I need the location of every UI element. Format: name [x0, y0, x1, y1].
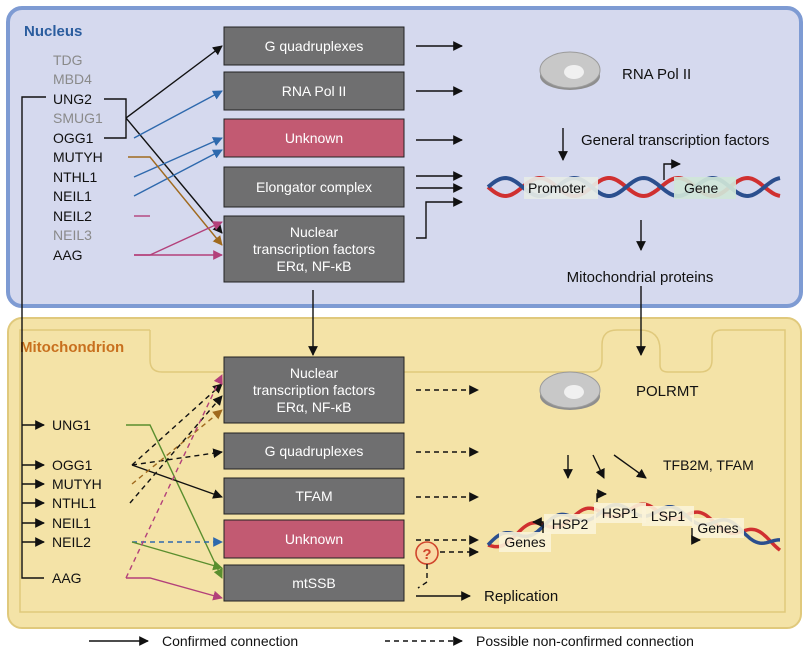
nucleus-box-3 — [223, 166, 405, 208]
nucleus-glycosylase-neil3: NEIL3 — [53, 227, 92, 243]
nucleus-glycosylase-aag: AAG — [53, 247, 83, 263]
nucleus-glycosylase-ogg1: OGG1 — [53, 130, 94, 146]
mito-glycosylase-ung1: UNG1 — [52, 417, 91, 433]
rnapol2-label: RNA Pol II — [622, 66, 691, 83]
arrow-to-gquad — [125, 45, 223, 119]
nthl1-to-unknown — [133, 137, 223, 178]
mito-dna-label-bg — [499, 532, 551, 552]
mito-dna-label-bg — [642, 506, 694, 526]
mutyh-to-ntf — [131, 409, 223, 485]
mito-dna-label-2: HSP1 — [602, 505, 639, 521]
promoter-bg — [524, 177, 598, 199]
nucleus-box-4-label: transcription factors — [253, 241, 375, 257]
mito-glycosylase-neil2: NEIL2 — [52, 534, 91, 550]
aag-to-mtssb — [126, 577, 223, 601]
inner-membrane — [19, 329, 786, 613]
mito-proteins-label: Mitochondrial proteins — [567, 269, 714, 286]
nucleus-box-0 — [223, 26, 405, 66]
nucleus-glycosylase-nthl1: NTHL1 — [53, 169, 98, 185]
nucleus-box-3-label: Elongator complex — [256, 179, 372, 195]
question-text: ? — [422, 546, 431, 563]
mito-box-0-label: Nuclear — [290, 365, 339, 381]
nucleus-box-4-label: Nuclear — [290, 224, 339, 240]
mito-glycosylase-mutyh: MUTYH — [52, 476, 102, 492]
nucleus-box-1 — [223, 71, 405, 111]
mito-dna-label-bg — [594, 503, 646, 523]
nucleus-title: Nucleus — [24, 23, 82, 40]
mito-box-4-label: mtSSB — [292, 575, 336, 591]
mito-dna-label-3: LSP1 — [651, 508, 685, 524]
mito-box-4 — [223, 564, 405, 602]
aag-to-ntf — [125, 374, 223, 579]
mito-dna-label-4: Genes — [697, 520, 738, 536]
mito-dna-label-bg — [692, 518, 744, 538]
ogg1-to-ntf-dashed — [131, 383, 223, 466]
ogg1-to-rnapol — [133, 90, 223, 139]
rnapol2-icon-hole — [564, 65, 584, 79]
tf-label: TFB2M, TFAM — [663, 457, 754, 473]
nucleus-glycosylase-ung2: UNG2 — [53, 91, 92, 107]
gene-bg — [674, 177, 736, 199]
mito-dna-label-0: Genes — [504, 534, 545, 550]
mito-box-3 — [223, 519, 405, 559]
ogg1-to-gquad — [131, 448, 223, 466]
mutyh-to-ntf — [128, 156, 223, 246]
rnapol2-icon — [539, 51, 601, 90]
nucleus-glycosylase-mutyh: MUTYH — [53, 149, 103, 165]
neil2-to-mtssb — [131, 541, 223, 571]
nucleus-box-2-label: Unknown — [285, 130, 343, 146]
nucleus-glycosylase-tdg: TDG — [53, 52, 83, 68]
mito-box-1-label: G quadruplexes — [265, 443, 364, 459]
polrmt-arrow-2 — [592, 454, 605, 479]
replication-label: Replication — [484, 588, 558, 605]
lsp1-tss — [691, 528, 701, 545]
mito-box-2-label: TFAM — [295, 488, 332, 504]
gtf-label: General transcription factors — [581, 132, 769, 149]
nucleus-box-4 — [223, 215, 405, 283]
mito-box-0 — [223, 356, 405, 424]
polrmt-label: POLRMT — [636, 383, 699, 400]
nucleus-box-1-label: RNA Pol II — [282, 83, 347, 99]
question-link — [417, 564, 428, 589]
legend-confirmed-label: Confirmed connection — [162, 633, 298, 649]
mito-glycosylase-aag: AAG — [52, 570, 82, 586]
mito-box-0-label: ERα, NF-κB — [277, 399, 352, 415]
nucleus-glycosylase-smug1: SMUG1 — [53, 110, 103, 126]
polrmt-icon-hole — [564, 385, 584, 399]
mito-glycosylase-ogg1: OGG1 — [52, 457, 93, 473]
nucleus-box-2 — [223, 118, 405, 158]
mito-box-0-label: transcription factors — [253, 382, 375, 398]
mito-box-3-label: Unknown — [285, 531, 343, 547]
ogg1-to-tfam — [131, 464, 223, 499]
mito-box-1 — [223, 432, 405, 470]
nucleus-glycosylase-neil2: NEIL2 — [53, 208, 92, 224]
promoter-label: Promoter — [528, 180, 586, 196]
legend-possible-label: Possible non-confirmed connection — [476, 633, 694, 649]
polrmt-arrow-3 — [613, 454, 647, 479]
polrmt-icon — [539, 371, 601, 410]
ntf-out — [416, 197, 463, 239]
nucleus-box-4-label: ERα, NF-κB — [277, 258, 352, 274]
mitochondrion-compartment — [7, 317, 802, 629]
mito-dna-label-1: HSP2 — [552, 516, 589, 532]
gene-label: Gene — [684, 180, 718, 196]
hsp2-tss — [532, 517, 544, 533]
mito-glycosylase-nthl1: NTHL1 — [52, 495, 97, 511]
mito-dna-label-bg — [544, 514, 596, 534]
nthl1-to-ntf — [129, 395, 223, 504]
ung1-to-mtssb — [126, 424, 223, 579]
neil1-to-unknown — [133, 149, 223, 197]
nucleus-glycosylase-neil1: NEIL1 — [53, 188, 92, 204]
mito-box-2 — [223, 477, 405, 515]
mito-glycosylase-neil1: NEIL1 — [52, 515, 91, 531]
mitochondrion-title: Mitochondrion — [20, 339, 124, 356]
nucleus-box-0-label: G quadruplexes — [265, 38, 364, 54]
nucleus-glycosylase-mbd4: MBD4 — [53, 71, 92, 87]
hsp1-tss — [596, 489, 607, 502]
ung2-aag-link — [21, 96, 46, 579]
